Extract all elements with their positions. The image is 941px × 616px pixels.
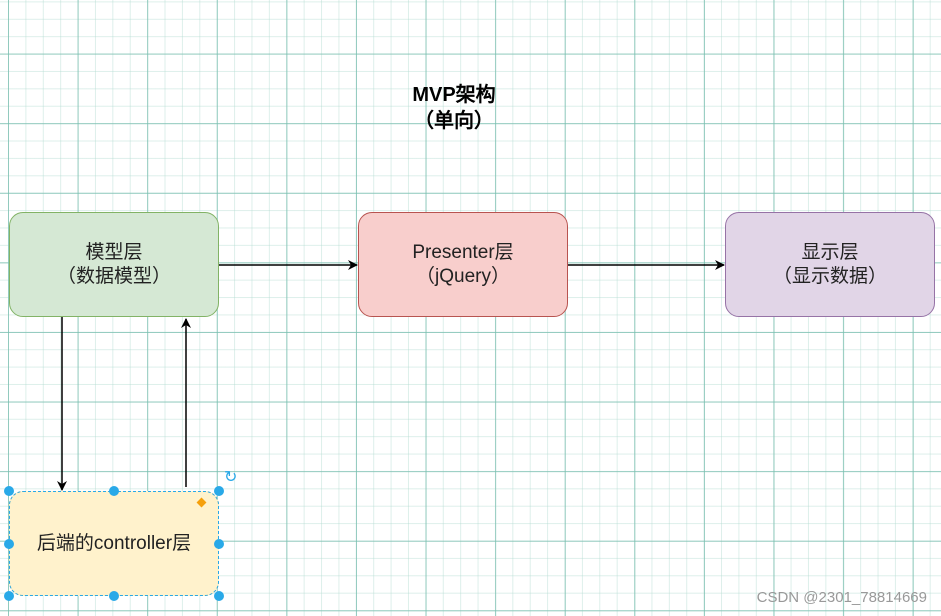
resize-handle-nw[interactable] [4,486,14,496]
node-sublabel: （数据模型） [56,265,171,287]
controller-layer-node[interactable]: 后端的controller层 [9,491,219,596]
resize-handle-w[interactable] [4,539,14,549]
node-sublabel: （显示数据） [772,265,887,287]
node-sublabel: （jQuery） [416,265,510,287]
diagram-title: MVP架构 （单向） [354,82,554,134]
model-layer-node[interactable]: 模型层（数据模型） [9,212,219,317]
watermark: CSDN @2301_78814669 [756,589,927,606]
node-label: Presenter层 [412,241,514,263]
presenter-layer-node[interactable]: Presenter层（jQuery） [358,212,568,317]
node-label: 后端的controller层 [36,532,192,554]
resize-handle-se[interactable] [214,591,224,601]
node-label: 模型层 [85,241,143,263]
resize-handle-sw[interactable] [4,591,14,601]
rotate-handle-icon[interactable]: ↻ [224,469,238,486]
view-layer-node[interactable]: 显示层（显示数据） [725,212,935,317]
resize-handle-ne[interactable] [214,486,224,496]
title-line-1: MVP架构 [412,84,496,106]
resize-handle-s[interactable] [109,591,119,601]
resize-handle-n[interactable] [109,486,119,496]
title-line-2: （单向） [414,110,494,132]
resize-handle-e[interactable] [214,539,224,549]
node-label: 显示层 [801,241,859,263]
